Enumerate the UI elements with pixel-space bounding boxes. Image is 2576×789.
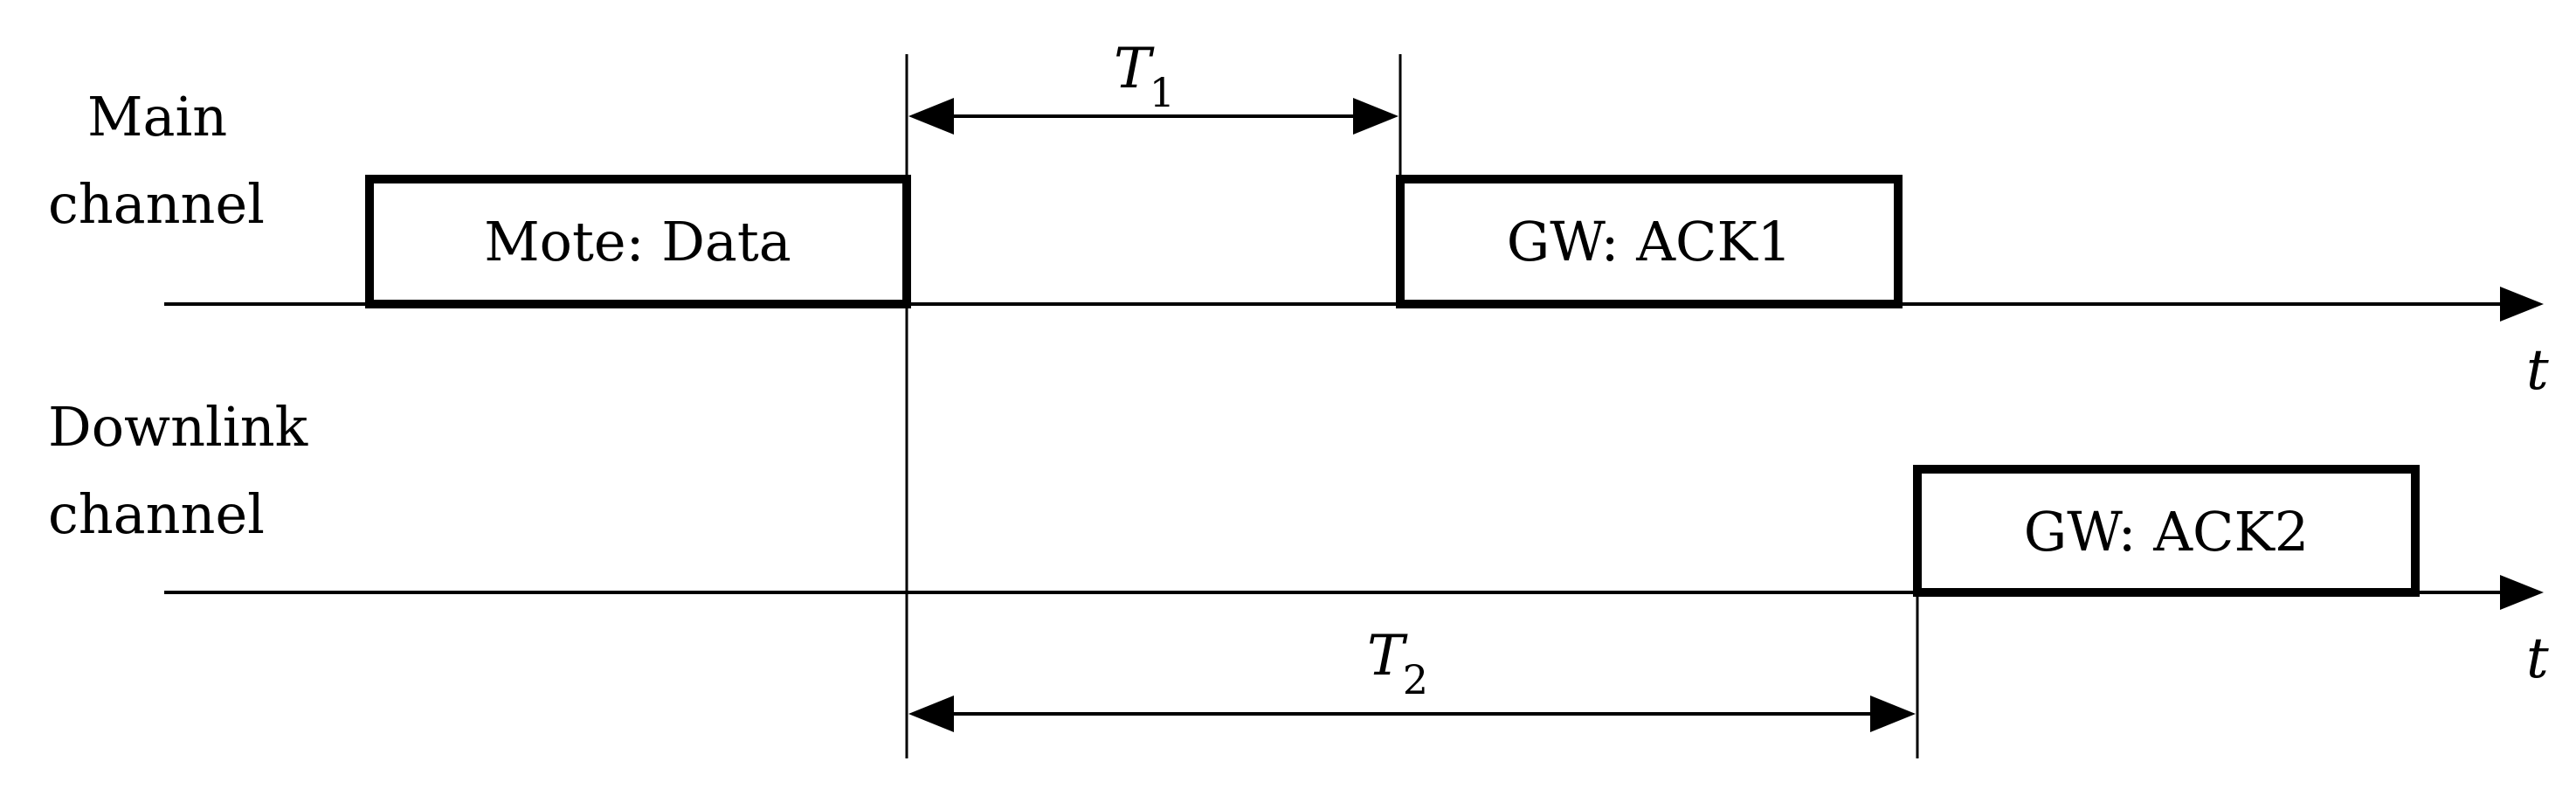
t1-interval-arrowhead-left <box>908 98 954 135</box>
t2-interval-arrowhead-left <box>908 696 954 732</box>
main-channel-time-label: t <box>2526 338 2549 403</box>
gw-ack2-box <box>1913 465 2420 597</box>
main-channel-label-line2: channel <box>48 172 265 236</box>
gw-ack1-label: GW: ACK1 <box>1507 210 1792 273</box>
t1-interval-arrowhead-right <box>1353 98 1398 135</box>
downlink-channel-label-line1: Downlink <box>48 395 308 459</box>
downlink-channel-time-label: t <box>2526 626 2549 691</box>
mote-data-box <box>365 175 911 308</box>
main-channel-label-line1: Main <box>87 85 227 149</box>
mote-data-label: Mote: Data <box>484 210 791 273</box>
t1-interval-label: T1 <box>1114 37 1175 116</box>
main-channel-axis-arrowhead <box>2500 287 2544 322</box>
downlink-channel-axis-arrowhead <box>2500 575 2544 610</box>
t2-interval-arrowhead-right <box>1870 696 1916 732</box>
t2-interval-label: T2 <box>1367 624 1428 703</box>
gw-ack1-box <box>1396 175 1903 308</box>
downlink-channel-label-line2: channel <box>48 482 265 546</box>
gw-ack2-label: GW: ACK2 <box>2024 500 2309 564</box>
